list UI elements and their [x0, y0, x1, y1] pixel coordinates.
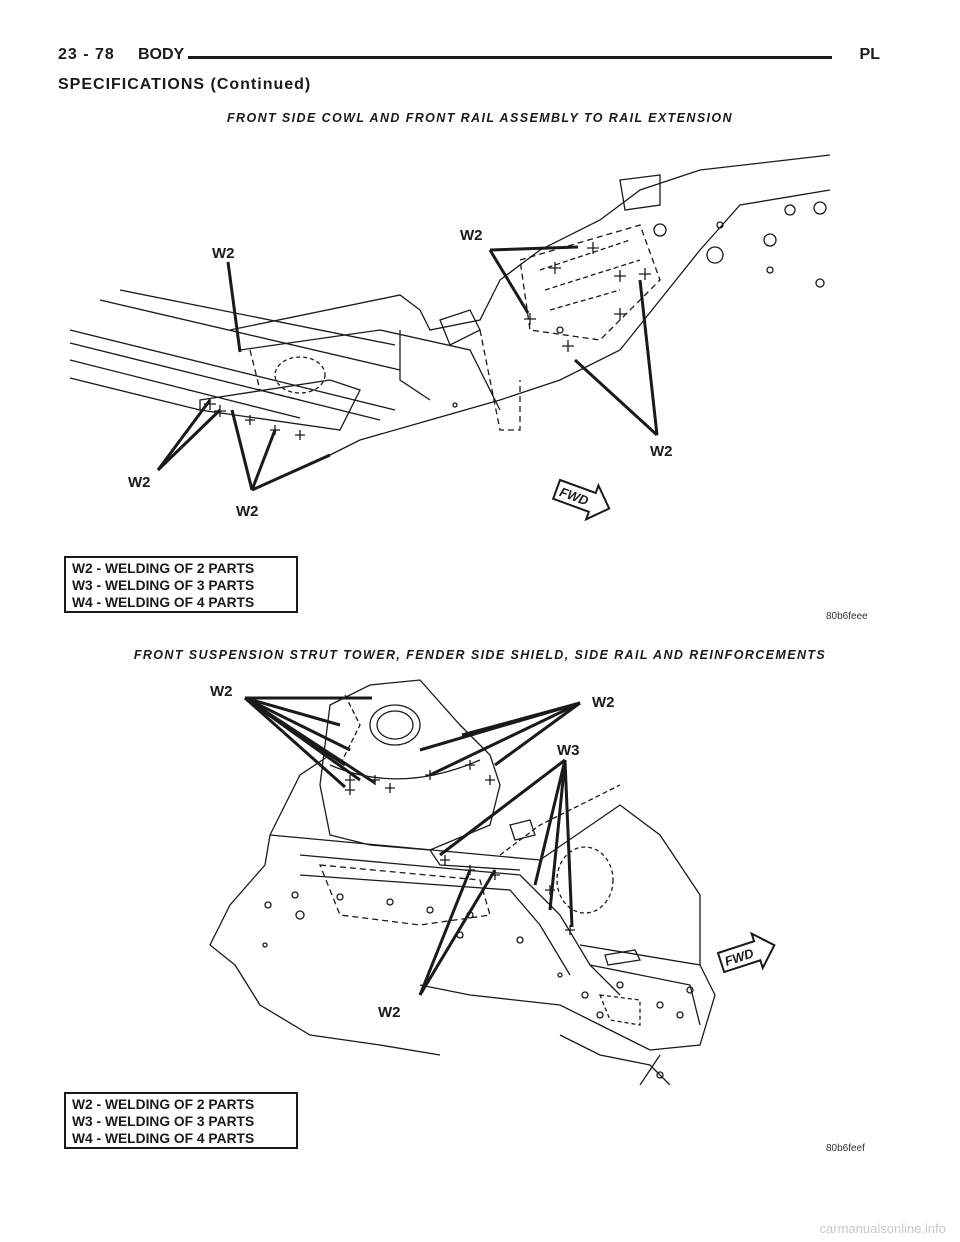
watermark: carmanualsonline.info [819, 1221, 946, 1236]
section-name: BODY [138, 46, 185, 63]
fwd-arrow-icon: FWD [551, 478, 611, 522]
manual-code: PL [859, 46, 880, 63]
page-number: 23 - 78 [58, 46, 115, 63]
legend-item: W3 - WELDING OF 3 PARTS [72, 578, 255, 593]
figure1-callout-w2-2: W2 [460, 227, 483, 244]
figure1-callout-w2-3: W2 [650, 443, 673, 460]
figure1-title: FRONT SIDE COWL AND FRONT RAIL ASSEMBLY … [227, 111, 733, 125]
legend-item: W2 - WELDING OF 2 PARTS [72, 561, 255, 576]
weld-arrows [156, 245, 659, 492]
figure2-callout-w2-3: W2 [378, 1004, 401, 1021]
fwd-arrow-icon: FWD [716, 931, 776, 974]
figure2-callout-w2-2: W2 [592, 694, 615, 711]
header-rule [188, 56, 832, 59]
legend-item: W2 - WELDING OF 2 PARTS [72, 1097, 255, 1112]
figure1-callout-w2-1: W2 [212, 245, 235, 262]
figure2-diagram: W2 W2 W3 W2 FWD [209, 679, 776, 1085]
legend-item: W3 - WELDING OF 3 PARTS [72, 1114, 255, 1129]
weld-arrows [244, 696, 581, 996]
page-subheading: SPECIFICATIONS (Continued) [58, 76, 312, 93]
figure2-code: 80b6feef [826, 1143, 865, 1154]
figure1-code: 80b6feee [826, 611, 868, 622]
figure1-legend: W2 - WELDING OF 2 PARTS W3 - WELDING OF … [64, 556, 298, 613]
legend-item: W4 - WELDING OF 4 PARTS [72, 595, 255, 610]
rail-assembly-drawing [69, 154, 831, 461]
figure2-callout-w2-1: W2 [210, 683, 233, 700]
figure2-legend: W2 - WELDING OF 2 PARTS W3 - WELDING OF … [64, 1092, 298, 1149]
strut-tower-drawing [209, 679, 716, 1085]
figure1-callout-w2-5: W2 [236, 503, 259, 520]
figure1-diagram: W2 W2 W2 W2 W2 FWD [69, 154, 831, 522]
legend-item: W4 - WELDING OF 4 PARTS [72, 1131, 255, 1146]
figure2-title: FRONT SUSPENSION STRUT TOWER, FENDER SID… [133, 648, 827, 662]
page-header: 23 - 78 BODY PL [58, 44, 880, 70]
figure2-callout-w3: W3 [557, 742, 580, 759]
figure1-callout-w2-4: W2 [128, 474, 151, 491]
